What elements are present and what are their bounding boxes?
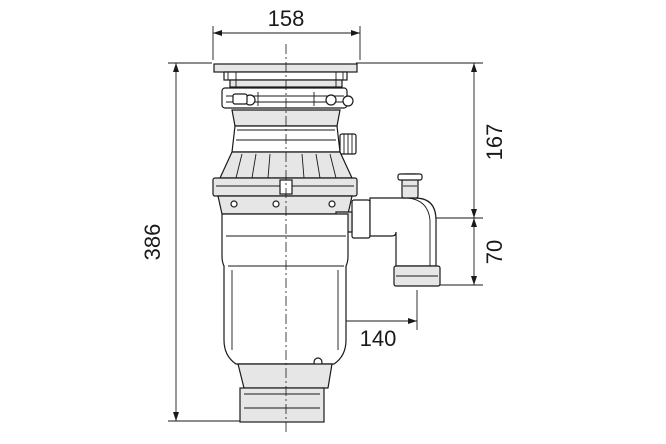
dimension-width-158: 158	[212, 6, 361, 60]
dimension-height-167: 167	[356, 62, 507, 219]
dimension-label-outlet-height: 167	[482, 124, 507, 161]
dimension-label-width: 158	[268, 6, 305, 31]
mounting-ring	[221, 87, 354, 109]
dimension-label-outlet-drop: 70	[482, 240, 507, 264]
grinding-chamber	[221, 213, 349, 367]
dimension-height-386: 386	[140, 62, 240, 422]
waste-disposer	[212, 44, 441, 432]
dimension-height-70: 70	[440, 218, 507, 286]
sink-flange	[213, 63, 358, 88]
dimension-label-total-height: 386	[140, 224, 165, 261]
motor-base	[237, 363, 333, 423]
dimension-label-outlet-offset: 140	[360, 326, 397, 351]
upper-housing	[231, 109, 357, 155]
motor-cover-ribbed	[212, 151, 358, 215]
